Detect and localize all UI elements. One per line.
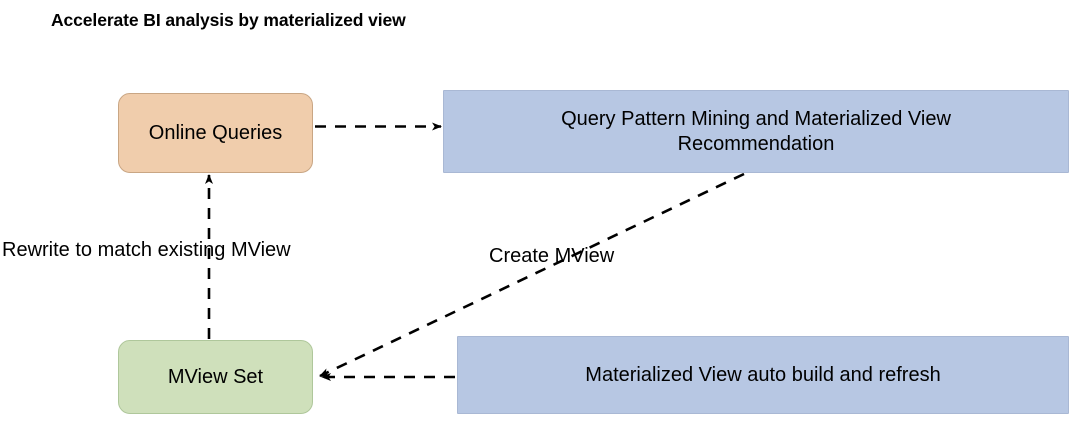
edge-label-rewrite: Rewrite to match existing MView [2,239,291,261]
page-title: Accelerate BI analysis by materialized v… [51,10,406,30]
edge-label-create-mview: Create MView [489,245,615,267]
node-query-pattern-line1: Query Pattern Mining and Materialized Vi… [561,108,951,131]
node-query-pattern-line2: Recommendation [677,132,835,155]
node-mview-set[interactable]: MView Set [118,340,313,414]
node-mv-auto-build[interactable]: Materialized View auto build and refresh [457,336,1069,414]
node-online-queries[interactable]: Online Queries [118,93,313,173]
node-query-pattern-mining[interactable]: Query Pattern Mining and Materialized Vi… [443,90,1069,173]
